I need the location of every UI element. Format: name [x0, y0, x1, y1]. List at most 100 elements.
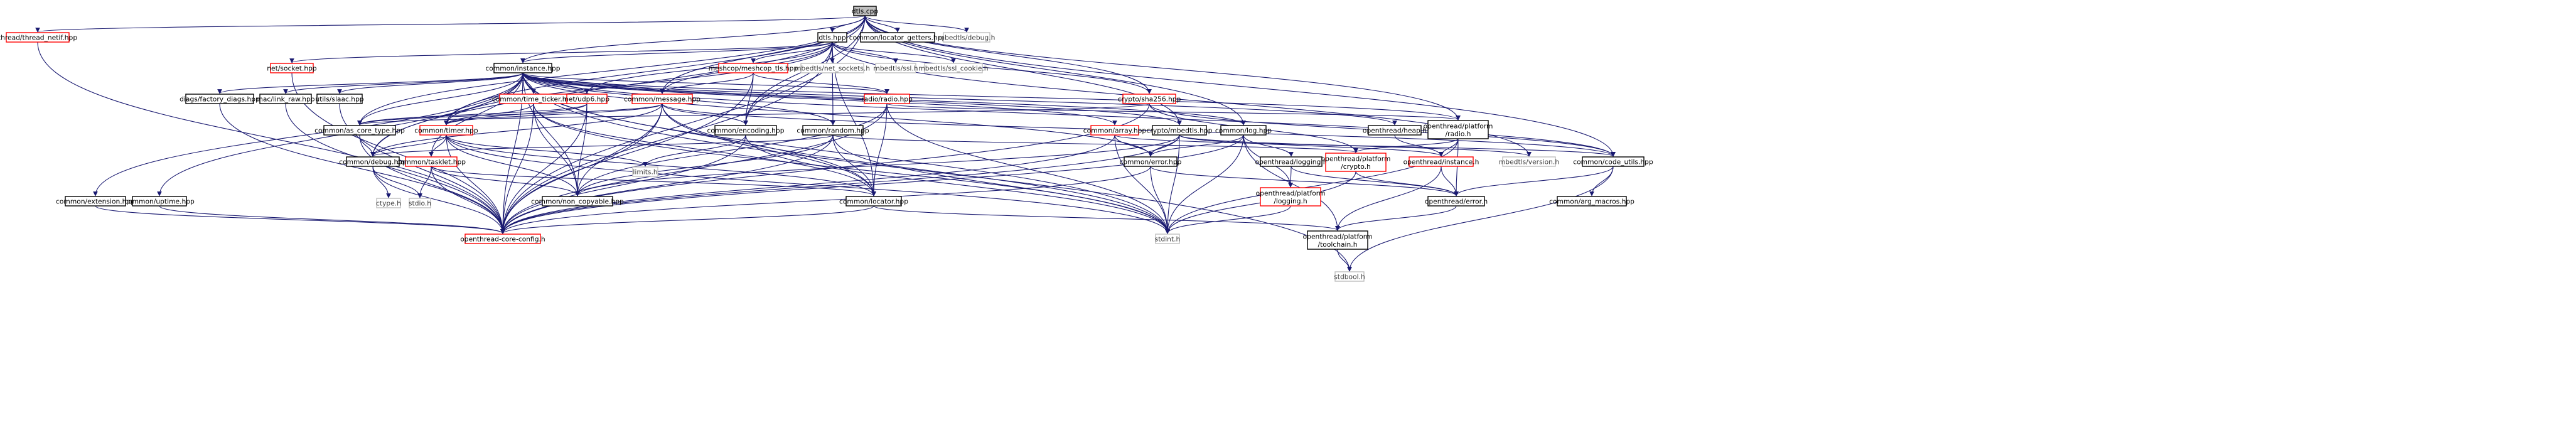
node-box	[323, 125, 396, 136]
node-box	[542, 196, 613, 207]
node-diags[interactable]: diags/factory_diags.hpp	[180, 94, 260, 104]
node-sha256[interactable]: crypto/sha256.hpp	[1118, 94, 1181, 104]
edge-timer-to-core-config	[446, 134, 505, 234]
edge-thread-netif-to-core-config	[37, 41, 505, 234]
edge-instance-hpp-to-utils-slaac	[337, 72, 523, 94]
node-random[interactable]: common/random.hpp	[797, 125, 869, 136]
edge-net-udp6-to-as-core-type	[357, 103, 588, 126]
edge-code-utils-to-arg-macros	[1589, 166, 1614, 196]
node-box	[817, 32, 847, 43]
edge-dtls-hpp-to-net-udp6	[584, 41, 833, 94]
edge-instance-hpp-to-stdint	[522, 72, 1170, 234]
edge-ot-instance-to-ot-toolchain	[1335, 166, 1442, 231]
edge-random-to-ot-crypto	[832, 134, 1358, 153]
edge-ot-radio-to-ot-crypto	[1353, 138, 1459, 153]
node-box	[1427, 120, 1489, 139]
node-net-socket[interactable]: net/socket.hpp	[267, 63, 317, 73]
edge-link-raw-to-core-config	[285, 103, 505, 234]
edge-ot-radio-to-stdint	[1165, 138, 1459, 234]
node-ot-radio[interactable]: openthread/platform/radio.h	[1424, 120, 1493, 139]
node-label: common/time_ticker.hpp	[492, 95, 575, 104]
node-timer[interactable]: common/timer.hpp	[414, 125, 478, 136]
node-thread-netif[interactable]: thread/thread_netif.hpp	[0, 32, 77, 43]
node-net-udp6[interactable]: net/udp6.hpp	[564, 94, 609, 104]
node-ot-toolchain[interactable]: openthread/platform/toolchain.h	[1303, 230, 1373, 250]
edge-random-to-locator	[832, 134, 876, 196]
node-log[interactable]: common/log.hpp	[1215, 125, 1272, 136]
node-box	[875, 63, 916, 73]
edge-dtls-hpp-to-core-config	[500, 41, 833, 234]
node-dtls-cpp[interactable]: dtls.cpp	[852, 6, 879, 16]
node-crypto-mbedtls[interactable]: crypto/mbedtls.hpp	[1147, 125, 1213, 136]
node-utils-slaac[interactable]: utils/slaac.hpp	[315, 94, 364, 104]
node-label: /crypto.h	[1341, 163, 1371, 171]
node-uptime[interactable]: common/uptime.hpp	[124, 196, 195, 207]
node-dtls-hpp[interactable]: dtls.hpp	[817, 32, 847, 43]
node-message[interactable]: common/message.hpp	[624, 94, 700, 104]
node-ot-plat-logging[interactable]: openthread/platform/logging.h	[1256, 187, 1326, 207]
node-ot-logging[interactable]: openthread/logging.h	[1255, 156, 1328, 167]
node-label: openthread/platform	[1303, 232, 1373, 240]
node-label: ctype.h	[376, 200, 401, 208]
node-box	[1124, 156, 1178, 167]
node-box	[845, 196, 902, 207]
node-debug[interactable]: common/debug.hpp	[339, 156, 407, 167]
edge-time-ticker-to-core-config	[500, 103, 534, 234]
node-radio-hpp[interactable]: radio/radio.hpp	[861, 94, 913, 104]
edge-uptime-to-core-config	[159, 205, 505, 234]
node-label: mbedtls/ssl.h	[873, 65, 918, 73]
edge-timer-to-limits	[446, 134, 648, 167]
edge-log-to-stdint	[1165, 134, 1244, 234]
node-locator[interactable]: common/locator.hpp	[839, 196, 908, 207]
edge-meshcop-tls-to-encoding	[743, 72, 754, 126]
node-mbedtls-debug: mbedtls/debug.h	[938, 32, 995, 43]
edge-diags-to-core-config	[219, 103, 505, 234]
node-label: mac/link_raw.hpp	[256, 95, 314, 104]
node-box	[1307, 230, 1368, 250]
node-instance-hpp[interactable]: common/instance.hpp	[485, 63, 561, 73]
node-box	[1409, 156, 1474, 167]
node-extension[interactable]: common/extension.hpp	[56, 196, 135, 207]
edge-instance-hpp-to-as-core-type	[357, 72, 523, 126]
node-encoding[interactable]: common/encoding.hpp	[707, 125, 785, 136]
edge-timer-to-tasklet	[429, 134, 447, 157]
edge-radio-hpp-to-core-config	[500, 103, 888, 234]
node-label: common/error.hpp	[1120, 158, 1182, 166]
node-ot-crypto[interactable]: openthread/platform/crypto.h	[1321, 153, 1391, 172]
node-meshcop-tls[interactable]: meshcop/meshcop_tls.hpp	[709, 63, 798, 73]
node-label: openthread/platform	[1256, 189, 1326, 197]
node-ot-heap[interactable]: openthread/heap.h	[1363, 125, 1427, 136]
edge-dtls-hpp-to-timer	[444, 41, 833, 126]
node-label: common/timer.hpp	[414, 127, 478, 135]
node-code-utils[interactable]: common/code_utils.hpp	[1573, 156, 1653, 167]
node-ot-instance[interactable]: openthread/instance.h	[1403, 156, 1479, 167]
node-stdio: stdio.h	[409, 198, 431, 208]
node-label: /radio.h	[1446, 130, 1471, 138]
node-label: common/log.hpp	[1215, 127, 1272, 135]
node-ot-error[interactable]: openthread/error.h	[1425, 196, 1488, 207]
node-as-core-type[interactable]: common/as_core_type.hpp	[314, 125, 405, 136]
node-box	[1152, 125, 1207, 136]
node-array[interactable]: common/array.hpp	[1083, 125, 1147, 136]
node-core-config[interactable]: openthread-core-config.h	[460, 234, 545, 244]
node-arg-macros[interactable]: common/arg_macros.hpp	[1549, 196, 1634, 207]
node-box	[924, 63, 983, 73]
node-box	[1220, 125, 1267, 136]
node-error-hpp[interactable]: common/error.hpp	[1120, 156, 1182, 167]
edge-meshcop-tls-to-radio-hpp	[753, 72, 889, 94]
node-time-ticker[interactable]: common/time_ticker.hpp	[492, 94, 575, 104]
node-locator-getters[interactable]: common/locator_getters.hpp	[849, 32, 947, 43]
node-box	[409, 198, 431, 208]
node-label: stdio.h	[409, 200, 431, 208]
node-non-copyable[interactable]: common/non_copyable.hpp	[531, 196, 624, 207]
edge-tasklet-to-locator	[431, 166, 876, 196]
edge-instance-hpp-to-stdbool	[522, 72, 1352, 272]
node-label: net/socket.hpp	[267, 65, 317, 73]
node-link-raw[interactable]: mac/link_raw.hpp	[256, 94, 315, 104]
node-tasklet[interactable]: common/tasklet.hpp	[397, 156, 466, 167]
node-limits: limits.h	[632, 166, 658, 177]
edge-dtls-hpp-to-instance-hpp	[520, 41, 833, 63]
node-box	[1368, 125, 1422, 136]
node-box	[853, 6, 877, 16]
edge-dtls-hpp-to-mbedtls-ssl	[832, 41, 898, 63]
